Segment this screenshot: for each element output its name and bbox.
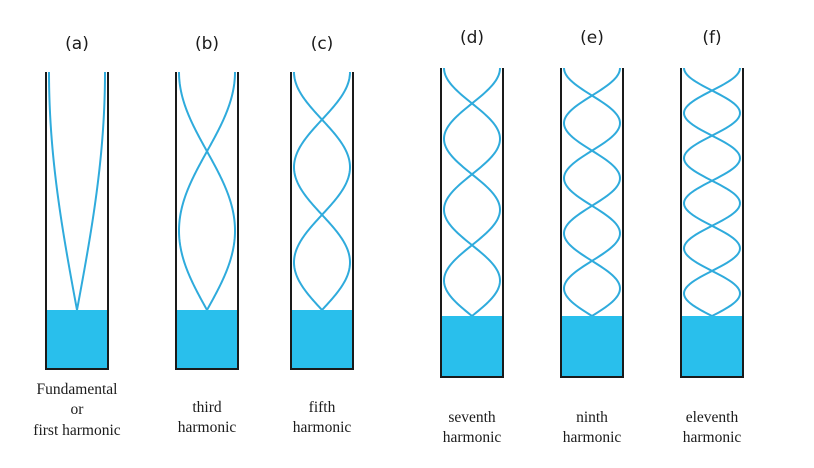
tube-label-f: (f)	[702, 28, 722, 48]
tube-f	[680, 68, 744, 378]
standing-wave-a	[48, 72, 106, 310]
tube-label-a: (a)	[65, 34, 89, 54]
standing-wave-f	[682, 68, 742, 316]
water-column-e	[562, 316, 622, 376]
standing-wave-c	[292, 72, 352, 310]
tube-label-b: (b)	[194, 34, 220, 54]
water-column-b	[177, 310, 237, 368]
caption-e: ninth harmonic	[562, 409, 622, 447]
water-column-d	[442, 316, 502, 376]
tube-e	[560, 68, 624, 378]
standing-wave-d	[442, 68, 502, 316]
caption-f: eleventh harmonic	[682, 409, 742, 447]
water-column-f	[682, 316, 742, 376]
water-column-c	[292, 310, 352, 368]
tube-c	[290, 72, 354, 370]
caption-b: third harmonic	[177, 399, 237, 437]
water-column-a	[47, 310, 107, 368]
standing-wave-b	[177, 72, 237, 310]
caption-d: seventh harmonic	[442, 409, 502, 447]
tube-label-c: (c)	[310, 34, 334, 54]
tube-b	[175, 72, 239, 370]
standing-wave-e	[562, 68, 622, 316]
tube-label-d: (d)	[459, 28, 485, 48]
tube-label-e: (e)	[580, 28, 604, 48]
tube-d	[440, 68, 504, 378]
caption-c: fifth harmonic	[292, 399, 352, 437]
tube-a	[45, 72, 109, 370]
caption-a: Fundamental or first harmonic	[33, 381, 121, 439]
